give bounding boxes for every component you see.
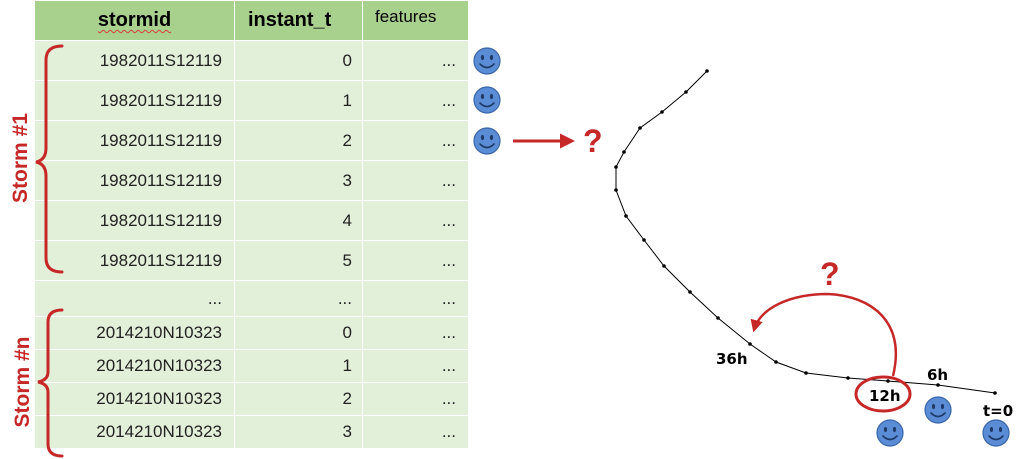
table-row: 1982011S12119 5 ...: [34, 240, 469, 281]
track-point: [886, 379, 890, 383]
track-point: [624, 214, 628, 218]
curved-arrow-to-36h: [750, 292, 898, 377]
instant-cell: 5: [234, 240, 363, 281]
instant-cell: 0: [234, 40, 363, 81]
smiley-icon: [473, 86, 501, 114]
table-row: 2014210N10323 0 ...: [34, 316, 469, 350]
stormid-cell: 2014210N10323: [34, 316, 235, 350]
features-cell: ...: [362, 120, 469, 161]
header-stormid-text: stormid: [97, 9, 172, 31]
track-point: [804, 371, 808, 375]
track-point: [688, 290, 692, 294]
features-cell: ...: [362, 415, 469, 449]
storm-track-line: [615, 70, 996, 394]
track-point: [684, 90, 688, 94]
track-point: [660, 110, 664, 114]
table-row: 2014210N10323 1 ...: [34, 349, 469, 383]
track-point: [614, 188, 618, 192]
smiley-icon: [982, 419, 1010, 447]
stormid-cell: 2014210N10323: [34, 382, 235, 416]
track-question-mark: ?: [820, 256, 840, 292]
storm-1-label: Storm #1: [9, 113, 32, 203]
stormid-cell: ...: [34, 280, 235, 317]
table-row-highlighted: 1982011S12119 2 ...: [34, 120, 469, 161]
question-mark: ?: [583, 123, 603, 159]
track-point: [662, 264, 666, 268]
stormid-cell: 1982011S12119: [34, 40, 235, 81]
label-12h: 12h: [869, 387, 901, 405]
instant-cell: 1: [234, 349, 363, 383]
track-point: [642, 238, 646, 242]
storm-n-brace: [37, 308, 64, 458]
track-point: [716, 316, 720, 320]
track-point: [846, 376, 850, 380]
stormid-cell: 1982011S12119: [34, 80, 235, 121]
instant-cell: 3: [234, 415, 363, 449]
features-cell: ...: [362, 316, 469, 350]
storm-1-brace: [35, 44, 64, 274]
label-6h: 6h: [927, 366, 948, 384]
smiley-icon: [924, 396, 952, 424]
features-cell: ...: [362, 349, 469, 383]
storm-n-label: Storm #n: [11, 336, 34, 427]
storm-track-points: [614, 69, 997, 395]
stormid-cell: 1982011S12119: [34, 240, 235, 281]
features-cell: ...: [362, 40, 469, 81]
track-point: [748, 342, 752, 346]
stormid-cell: 1982011S12119: [34, 120, 235, 161]
smiley-icon: [473, 127, 501, 155]
stormid-cell: 1982011S12119: [34, 200, 235, 241]
instant-cell: 1: [234, 80, 363, 121]
table-row-ellipsis: ... ... ...: [34, 280, 469, 317]
stormid-cell: 1982011S12119: [34, 160, 235, 201]
smiley-icon: [473, 47, 501, 75]
track-point: [638, 126, 642, 130]
features-cell: ...: [362, 200, 469, 241]
table-row: 1982011S12119 3 ...: [34, 160, 469, 201]
track-point: [614, 165, 618, 169]
table-row: 1982011S12119 4 ...: [34, 200, 469, 241]
track-point: [622, 150, 626, 154]
features-cell: ...: [362, 160, 469, 201]
instant-cell: ...: [234, 280, 363, 317]
features-cell: ...: [362, 240, 469, 281]
table-row: 1982011S12119 1 ...: [34, 80, 469, 121]
smiley-icon: [876, 419, 904, 447]
stormid-cell: 2014210N10323: [34, 415, 235, 449]
stormid-cell: 2014210N10323: [34, 349, 235, 383]
instant-cell: 3: [234, 160, 363, 201]
instant-cell: 2: [234, 120, 363, 161]
track-point: [993, 391, 997, 395]
track-point: [774, 360, 778, 364]
storm-data-table: stormid instant_t features 1982011S12119…: [34, 0, 469, 449]
current-time-oval: [854, 375, 912, 413]
track-point: [705, 69, 709, 73]
features-cell: ...: [362, 280, 469, 317]
header-stormid: stormid: [34, 0, 235, 41]
features-cell: ...: [362, 80, 469, 121]
label-t0: t=0: [983, 402, 1013, 420]
table-row: 2014210N10323 3 ...: [34, 415, 469, 449]
table-header-row: stormid instant_t features: [34, 0, 469, 41]
table-row: 1982011S12119 0 ...: [34, 40, 469, 81]
label-36h: 36h: [716, 350, 748, 368]
track-point: [936, 383, 940, 387]
